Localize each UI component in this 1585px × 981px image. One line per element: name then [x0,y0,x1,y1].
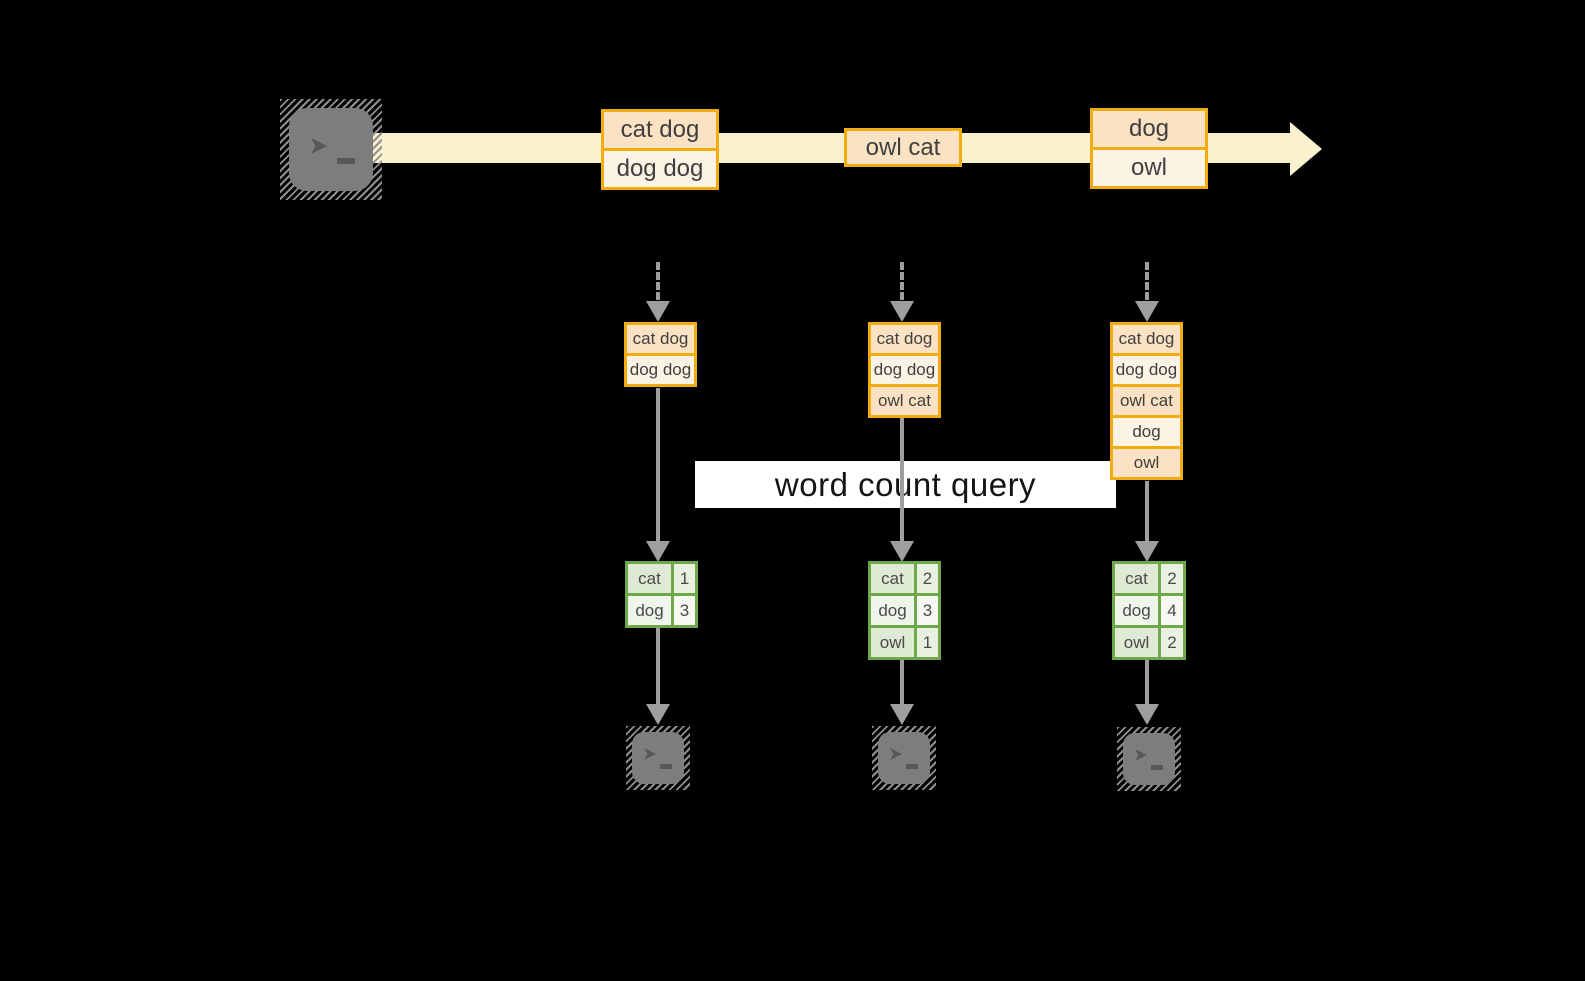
word-cell: cat [628,564,674,593]
word-cell: dog [871,596,917,625]
flow-arrowhead-icon [646,704,670,725]
log-entry: owl [1113,446,1180,477]
prompt-chevron-icon [890,748,902,760]
log-entry: cat dog [871,325,938,353]
log-entry: cat dog [1113,325,1180,353]
terminal-screen [632,732,684,784]
flow-arrowhead-icon [890,704,914,725]
stream-message-2: owl cat [844,128,962,167]
wordcount-table-3: cat 2 dog 4 owl 2 [1112,561,1186,660]
dashed-arrow-shaft [900,262,904,300]
output-terminal-icon-2 [872,726,936,790]
message-line: dog dog [604,148,716,187]
log-stack-1: cat dog dog dog [624,322,697,387]
log-entry: cat dog [627,325,694,353]
stream-arrowhead-icon [1290,122,1322,176]
count-cell: 3 [674,596,695,625]
flow-arrowhead-icon [1135,541,1159,562]
terminal-screen [1123,733,1175,785]
dashed-arrowhead-icon [890,301,914,322]
log-stack-2: cat dog dog dog owl cat [868,322,941,418]
dashed-arrowhead-icon [1135,301,1159,322]
message-line: cat dog [604,112,716,148]
prompt-chevron-icon [311,138,327,154]
table-row: cat 1 [628,564,695,593]
wordcount-table-1: cat 1 dog 3 [625,561,698,628]
table-row: cat 2 [871,564,938,593]
dashed-arrowhead-icon [646,301,670,322]
prompt-cursor-icon [660,764,672,769]
count-cell: 4 [1161,596,1183,625]
message-line: owl cat [847,131,959,164]
dashed-arrow-shaft [1145,262,1149,300]
prompt-cursor-icon [1151,765,1163,770]
stream-message-3: dog owl [1090,108,1208,189]
log-entry: dog dog [871,353,938,384]
output-terminal-icon-1 [626,726,690,790]
table-row: dog 4 [1115,593,1183,625]
flow-arrow-shaft [1145,481,1149,542]
count-cell: 1 [674,564,695,593]
table-row: owl 2 [1115,625,1183,657]
prompt-cursor-icon [337,158,355,164]
flow-arrowhead-icon [890,541,914,562]
log-entry: owl cat [1113,384,1180,415]
message-line: dog [1093,111,1205,147]
prompt-chevron-icon [644,748,656,760]
query-label-band: word count query [695,461,1116,508]
output-terminal-icon-3 [1117,727,1181,791]
log-entry: owl cat [871,384,938,415]
flow-arrow-shaft [656,628,660,705]
query-label: word count query [774,465,1037,503]
flow-arrow-shaft [656,388,660,542]
table-row: dog 3 [871,593,938,625]
log-stack-3: cat dog dog dog owl cat dog owl [1110,322,1183,480]
count-cell: 2 [1161,564,1183,593]
count-cell: 2 [1161,628,1183,657]
flow-arrowhead-icon [1135,704,1159,725]
word-cell: owl [871,628,917,657]
count-cell: 2 [917,564,938,593]
word-cell: cat [871,564,917,593]
prompt-chevron-icon [1135,749,1147,761]
message-line: owl [1093,147,1205,186]
source-terminal-icon [280,99,382,200]
log-entry: dog dog [627,353,694,384]
table-row: cat 2 [1115,564,1183,593]
flow-arrow-shaft [900,660,904,705]
terminal-screen [878,732,930,784]
wordcount-table-2: cat 2 dog 3 owl 1 [868,561,941,660]
word-cell: dog [1115,596,1161,625]
log-entry: dog dog [1113,353,1180,384]
terminal-screen [289,108,373,191]
table-row: owl 1 [871,625,938,657]
flow-arrow-shaft [1145,660,1149,705]
table-row: dog 3 [628,593,695,625]
prompt-cursor-icon [906,764,918,769]
word-cell: cat [1115,564,1161,593]
stream-message-1: cat dog dog dog [601,109,719,190]
count-cell: 3 [917,596,938,625]
flow-arrow-shaft [900,418,904,542]
word-cell: dog [628,596,674,625]
flow-arrowhead-icon [646,541,670,562]
log-entry: dog [1113,415,1180,446]
word-cell: owl [1115,628,1161,657]
count-cell: 1 [917,628,938,657]
dashed-arrow-shaft [656,262,660,300]
